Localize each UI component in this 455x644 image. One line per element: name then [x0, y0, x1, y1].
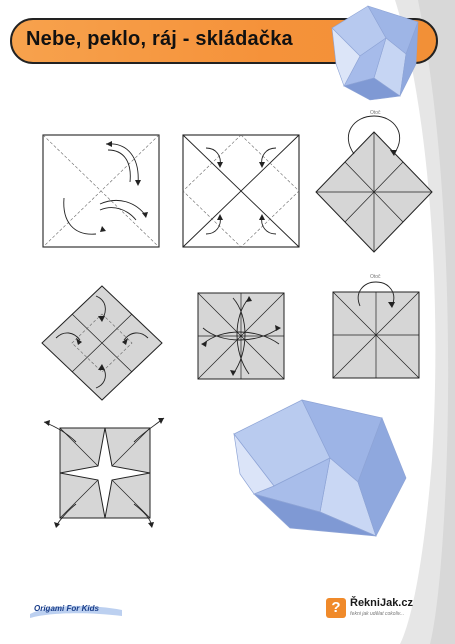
turn-over-label: Otoč: [370, 274, 381, 280]
finished-model-small-image: [330, 4, 420, 102]
step-5-diagram: [197, 292, 285, 380]
finished-model-large-image: [230, 394, 410, 540]
curved-arrow-icon: [63, 143, 147, 235]
reknijak-logo: ? ŘekniJak.cz řekni jak udělat cokoliv..…: [326, 596, 436, 626]
rotate-arrow-icon: [348, 115, 400, 155]
page-title: Nebe, peklo, ráj - skládačka: [26, 28, 293, 50]
rotate-arrow-icon: [357, 281, 395, 307]
origami-for-kids-logo: Origami For Kids: [30, 600, 122, 620]
turn-over-label: Otoč: [370, 110, 381, 116]
step-2-diagram: [182, 134, 300, 248]
step-7-diagram: [40, 412, 170, 530]
origami-for-kids-text: Origami For Kids: [34, 604, 99, 613]
reknijak-tagline: řekni jak udělat cokoliv...: [350, 611, 405, 617]
step-1-diagram: [42, 134, 160, 248]
curved-arrow-icon: [202, 297, 280, 375]
step-6-diagram: Otoč: [332, 270, 422, 380]
question-mark-icon: ?: [326, 598, 346, 618]
reknijak-brand: ŘekniJak.cz: [350, 597, 413, 609]
step-3-diagram: Otoč: [314, 110, 434, 253]
step-4-diagram: [40, 284, 164, 402]
